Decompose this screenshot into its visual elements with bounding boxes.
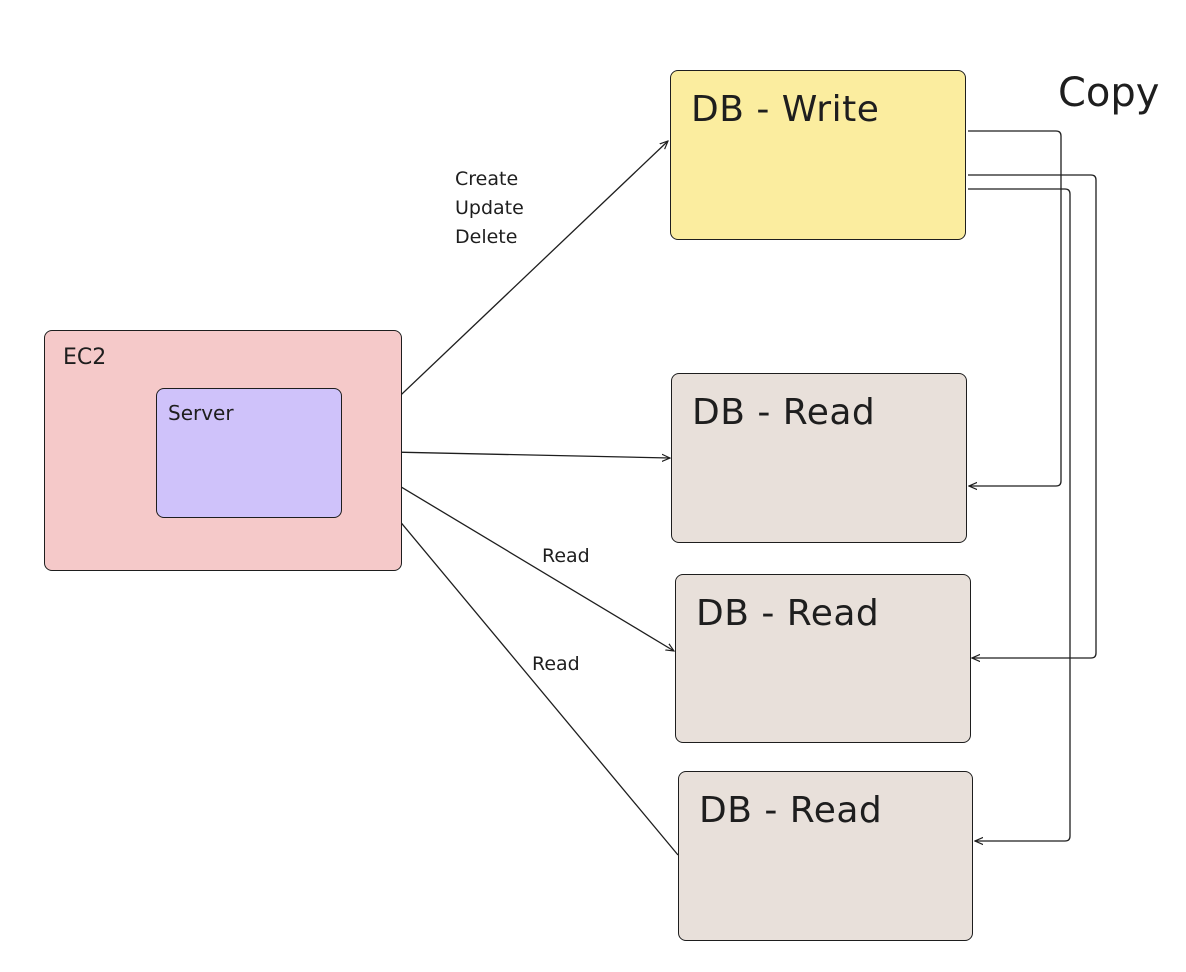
db-read-node: DB - Read bbox=[675, 574, 971, 743]
write-ops-label: Create Update Delete bbox=[455, 165, 524, 252]
db-write-label: DB - Write bbox=[691, 89, 880, 130]
ec2-label: EC2 bbox=[63, 345, 107, 370]
write-op-delete: Delete bbox=[455, 226, 518, 248]
db-read-node: DB - Read bbox=[671, 373, 967, 543]
write-op-update: Update bbox=[455, 197, 524, 219]
copy-edge-to-db-read-1 bbox=[968, 130, 1062, 486]
server-node: Server bbox=[156, 388, 342, 518]
copy-label: Copy bbox=[1058, 70, 1160, 116]
db-read-label: DB - Read bbox=[696, 593, 880, 634]
copy-edge-to-db-read-3 bbox=[968, 188, 1071, 841]
db-read-node: DB - Read bbox=[678, 771, 973, 941]
db-read-label: DB - Read bbox=[692, 392, 876, 433]
read-edge-label: Read bbox=[542, 545, 590, 567]
db-write-node: DB - Write bbox=[670, 70, 966, 240]
server-label: Server bbox=[168, 401, 234, 425]
db-read-label: DB - Read bbox=[699, 790, 883, 831]
write-op-create: Create bbox=[455, 168, 519, 190]
copy-edge-to-db-read-2 bbox=[968, 174, 1097, 658]
read-edge-label: Read bbox=[532, 653, 580, 675]
